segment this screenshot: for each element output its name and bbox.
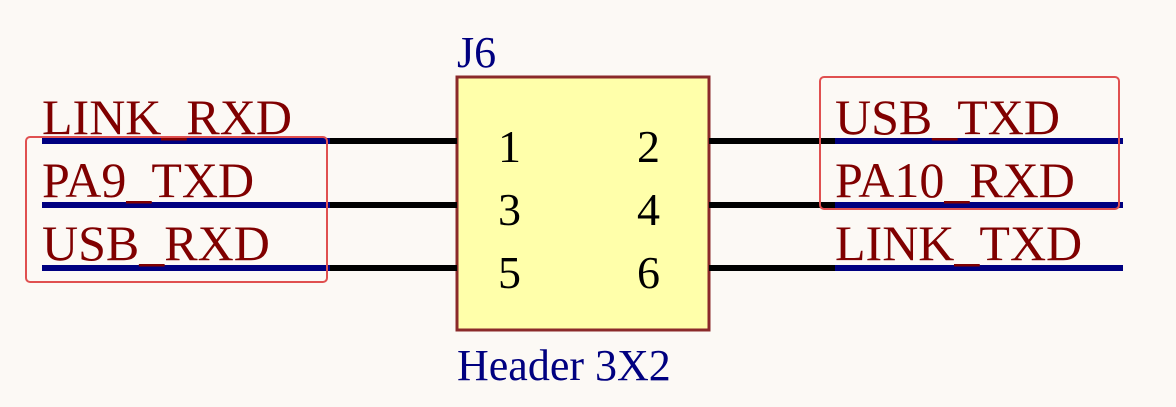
pin-number-3: 3 xyxy=(498,184,521,235)
highlight-box-left xyxy=(25,136,328,283)
net-label-link-rxd[interactable]: LINK_RXD xyxy=(42,89,292,145)
net-label-usb-txd[interactable]: USB_TXD xyxy=(835,89,1061,145)
header-body[interactable] xyxy=(455,75,711,332)
designator-label[interactable]: J6 xyxy=(457,28,497,77)
pin-number-2: 2 xyxy=(637,121,660,172)
net-label-usb-rxd[interactable]: USB_RXD xyxy=(42,215,270,271)
highlight-box-right xyxy=(819,76,1120,210)
net-label-pa10-rxd[interactable]: PA10_RXD xyxy=(835,152,1075,208)
net-label-pa9-txd[interactable]: PA9_TXD xyxy=(42,152,255,208)
net-label-link-txd[interactable]: LINK_TXD xyxy=(835,215,1083,271)
component-comment-label[interactable]: Header 3X2 xyxy=(457,341,671,390)
pin-number-1: 1 xyxy=(498,121,521,172)
pin-number-5: 5 xyxy=(498,247,521,298)
pin-number-6: 6 xyxy=(637,247,660,298)
pin-number-4: 4 xyxy=(637,184,660,235)
